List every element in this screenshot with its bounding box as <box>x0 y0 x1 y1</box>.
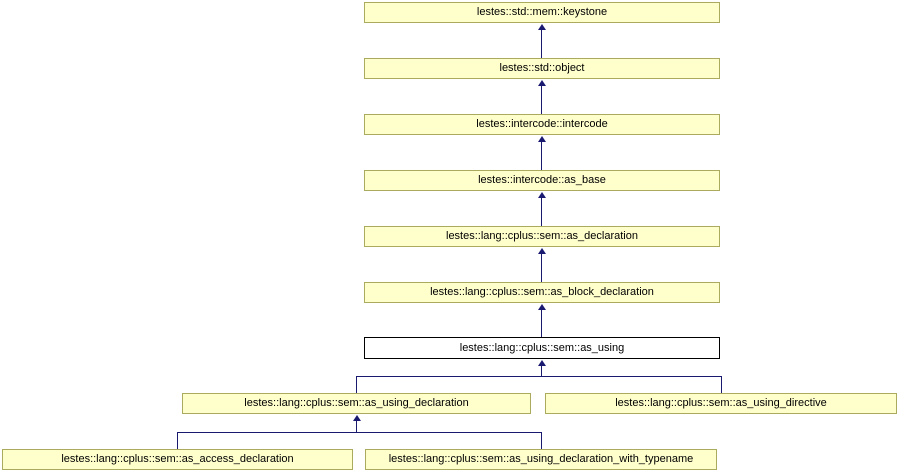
inheritance-arrowhead-icon <box>353 415 361 421</box>
inheritance-edge-vertical-line <box>177 432 178 449</box>
inheritance-arrowhead-icon <box>538 192 546 198</box>
class-node-as-base[interactable]: lestes::intercode::as_base <box>364 170 720 191</box>
class-node-as-using-declaration-with-typename[interactable]: lestes::lang::cplus::sem::as_using_decla… <box>365 449 717 470</box>
inheritance-edge-vertical-line <box>541 198 542 226</box>
inheritance-edge-vertical-line <box>541 86 542 114</box>
inheritance-edge-vertical-line <box>541 310 542 337</box>
inheritance-edge-vertical-line <box>541 30 542 58</box>
class-node-as-using: lestes::lang::cplus::sem::as_using <box>364 337 720 359</box>
class-node-as-access-declaration[interactable]: lestes::lang::cplus::sem::as_access_decl… <box>2 449 353 470</box>
inheritance-arrowhead-icon <box>538 304 546 310</box>
inheritance-edge-vertical-line <box>356 421 357 432</box>
inheritance-edge-vertical-line <box>541 142 542 170</box>
inheritance-edge-horizontal-line <box>356 376 722 377</box>
inheritance-arrowhead-icon <box>538 248 546 254</box>
class-node-as-declaration[interactable]: lestes::lang::cplus::sem::as_declaration <box>364 226 720 247</box>
class-node-as-block-declaration[interactable]: lestes::lang::cplus::sem::as_block_decla… <box>364 282 720 303</box>
inheritance-arrowhead-icon <box>538 360 546 366</box>
inheritance-edge-vertical-line <box>356 376 357 393</box>
inheritance-edge-horizontal-line <box>177 432 542 433</box>
class-node-keystone[interactable]: lestes::std::mem::keystone <box>364 2 720 23</box>
inheritance-edge-vertical-line <box>541 432 542 449</box>
class-node-as-using-directive[interactable]: lestes::lang::cplus::sem::as_using_direc… <box>545 393 897 414</box>
inheritance-edge-vertical-line <box>721 376 722 393</box>
inheritance-arrowhead-icon <box>538 136 546 142</box>
class-node-as-using-declaration[interactable]: lestes::lang::cplus::sem::as_using_decla… <box>182 393 531 414</box>
class-node-intercode[interactable]: lestes::intercode::intercode <box>364 114 720 135</box>
inheritance-arrowhead-icon <box>538 80 546 86</box>
class-node-object[interactable]: lestes::std::object <box>364 58 720 79</box>
inheritance-arrowhead-icon <box>538 24 546 30</box>
inheritance-edge-vertical-line <box>541 366 542 376</box>
inheritance-edge-vertical-line <box>541 254 542 282</box>
